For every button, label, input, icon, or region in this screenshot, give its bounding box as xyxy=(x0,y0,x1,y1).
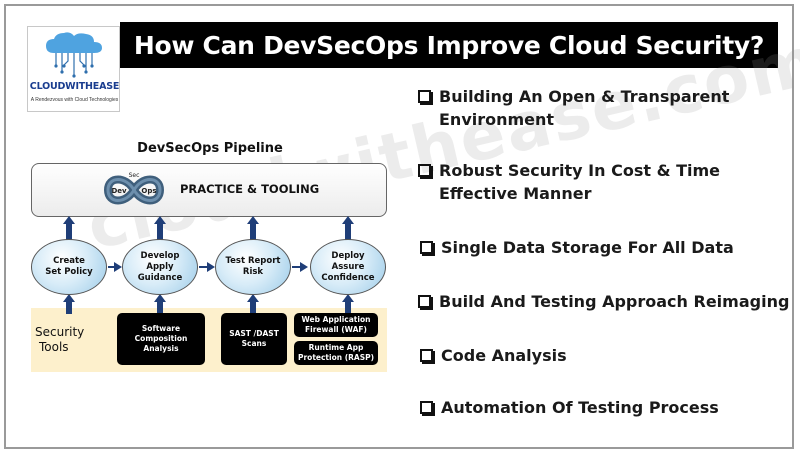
tool-label-line2: Firewall (WAF) xyxy=(305,325,367,334)
bullet-text-line1: Single Data Storage For All Data xyxy=(441,238,734,257)
stage-develop: Develop Apply Guidance xyxy=(122,239,198,295)
arrow-up-8 xyxy=(345,302,351,314)
tool-label-line1: SAST /DAST xyxy=(229,329,279,338)
checkbox-icon xyxy=(418,295,431,308)
arrow-up-2 xyxy=(157,224,163,240)
security-tools-line2: Tools xyxy=(39,340,69,354)
bullet-text-line1: Automation Of Testing Process xyxy=(441,398,719,417)
stage-label-line1: Create xyxy=(53,256,85,266)
stage-test: Test Report Risk xyxy=(215,239,291,295)
cloud-circuit-icon xyxy=(46,32,102,78)
pipeline-title: DevSecOps Pipeline xyxy=(137,141,283,156)
logo: CLOUDWITHEASE A Rendezvous with Cloud Te… xyxy=(27,26,120,112)
arrow-right-3 xyxy=(292,266,302,268)
bullet-text-line2: Environment xyxy=(439,110,555,129)
stage-create: Create Set Policy xyxy=(31,239,107,295)
stage-label-line1: Develop xyxy=(140,250,180,261)
arrow-head-1 xyxy=(63,216,75,224)
bullet-item-1: Building An Open & Transparent Environme… xyxy=(418,85,729,131)
arrow-up-3 xyxy=(250,224,256,240)
tool-label-line2: Protection (RASP) xyxy=(297,353,375,362)
stage-label-line3: Confidence xyxy=(321,272,375,283)
arrow-up-1 xyxy=(66,224,72,240)
arrow-right-1 xyxy=(108,266,116,268)
bullet-item-2: Robust Security In Cost & Time Effective… xyxy=(418,159,720,205)
arrow-up-7 xyxy=(250,302,256,314)
bullet-item-5: Code Analysis xyxy=(420,344,567,367)
stage-label-line1: Deploy xyxy=(331,250,365,261)
checkbox-icon xyxy=(420,349,433,362)
svg-text:Ops: Ops xyxy=(141,187,156,195)
arrow-right-head-3 xyxy=(300,262,308,272)
security-tools-line1: Security xyxy=(35,325,85,339)
bullet-text-line1: Build And Testing Approach Reimaging xyxy=(439,292,790,311)
bullet-item-6: Automation Of Testing Process xyxy=(420,396,719,419)
arrow-up-6 xyxy=(157,302,163,314)
devsecops-infinity-icon: Sec Dev Ops xyxy=(103,172,165,205)
tool-label-line1: Software xyxy=(141,324,181,333)
stage-label-line2: Apply xyxy=(146,261,174,272)
arrow-up-4 xyxy=(345,224,351,240)
stage-label-line1: Test Report xyxy=(225,256,281,266)
checkbox-icon xyxy=(418,164,431,177)
arrow-head-3 xyxy=(247,216,259,224)
stage-label-line2: Risk xyxy=(242,267,264,277)
svg-text:Dev: Dev xyxy=(111,187,127,195)
stage-label-line2: Set Policy xyxy=(45,267,93,277)
svg-text:Sec: Sec xyxy=(129,172,140,179)
tool-sast-dast: SAST /DAST Scans xyxy=(221,313,287,365)
slide-frame xyxy=(4,4,794,449)
bullet-text-line2: Effective Manner xyxy=(439,184,592,203)
arrow-head-6 xyxy=(154,294,166,302)
logo-name: CLOUDWITHEASE xyxy=(29,81,120,92)
tool-label-line3: Analysis xyxy=(143,344,179,353)
practice-tooling-box xyxy=(31,163,387,217)
arrow-right-head-1 xyxy=(114,262,122,272)
logo-tagline: A Rendezvous with Cloud Technologies xyxy=(30,97,119,103)
practice-tooling-label: PRACTICE & TOOLING xyxy=(180,182,320,196)
tool-label-line1: Web Application xyxy=(301,315,371,324)
tool-label-line1: Runtime App xyxy=(308,343,364,352)
stage-label-line2: Assure xyxy=(331,261,365,272)
stage-deploy: Deploy Assure Confidence xyxy=(310,239,386,295)
tool-sca: Software Composition Analysis xyxy=(117,313,205,365)
arrow-right-2 xyxy=(199,266,209,268)
arrow-up-5 xyxy=(66,302,72,314)
arrow-head-5 xyxy=(63,294,75,302)
security-tools-label: Security Tools xyxy=(35,325,95,355)
stage-label-line3: Guidance xyxy=(137,272,183,283)
bullet-text-line1: Robust Security In Cost & Time xyxy=(439,161,721,180)
tool-waf: Web Application Firewall (WAF) xyxy=(294,313,378,337)
arrow-right-head-2 xyxy=(207,262,215,272)
arrow-head-4 xyxy=(342,216,354,224)
page-title: How Can DevSecOps Improve Cloud Security… xyxy=(120,22,778,68)
tool-rasp: Runtime App Protection (RASP) xyxy=(294,341,378,365)
bullet-item-4: Build And Testing Approach Reimaging xyxy=(418,290,789,313)
tool-label-line2: Scans xyxy=(241,339,267,348)
checkbox-icon xyxy=(420,241,433,254)
arrow-head-8 xyxy=(342,294,354,302)
tool-label-line2: Composition xyxy=(134,334,188,343)
bullet-text-line1: Code Analysis xyxy=(441,346,567,365)
bullet-text-line1: Building An Open & Transparent xyxy=(439,87,730,106)
arrow-head-2 xyxy=(154,216,166,224)
arrow-head-7 xyxy=(247,294,259,302)
bullet-item-3: Single Data Storage For All Data xyxy=(420,236,734,259)
checkbox-icon xyxy=(418,90,431,103)
checkbox-icon xyxy=(420,401,433,414)
